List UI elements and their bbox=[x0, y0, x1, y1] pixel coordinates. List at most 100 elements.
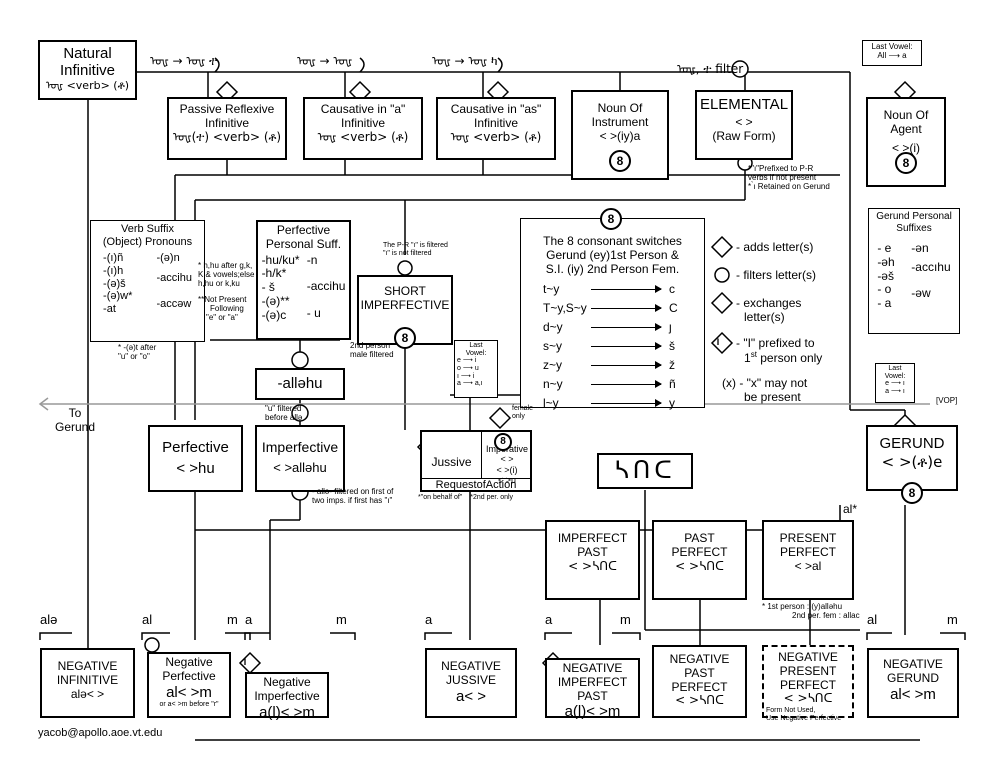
switch-source: l~y bbox=[543, 395, 559, 410]
switch-target: C bbox=[669, 300, 678, 315]
neg-ger-suffix: m bbox=[947, 612, 958, 627]
gerund-line2: < >(ቶ)e bbox=[881, 453, 943, 472]
prp-line3: < >al bbox=[794, 558, 822, 573]
legend-prefix: - "I" prefixed to 1st person only bbox=[736, 336, 822, 365]
past-perfect-box: PAST PERFECT < >ᓴᑎᑕ bbox=[652, 520, 747, 600]
instrument-line2: Instrument bbox=[591, 114, 649, 129]
agent-line2: < >(i) bbox=[891, 140, 920, 155]
vs-item: -(ə)n bbox=[156, 252, 180, 265]
eight-icon: 8 bbox=[895, 152, 917, 174]
imperative-form: < >(i) bbox=[496, 464, 518, 475]
ng-line2: GERUND bbox=[886, 670, 939, 685]
instrument-line1: Noun Of bbox=[597, 101, 643, 115]
elemental-note-3: * ̀ı Retained on Gerund bbox=[748, 181, 830, 191]
gs-title2: Suffixes bbox=[896, 222, 932, 234]
nimp-line2: Imperfective bbox=[254, 688, 320, 703]
ps-item: -hu/ku* bbox=[261, 252, 300, 267]
cs-title1: The 8 consonant switches bbox=[543, 234, 682, 248]
transform-causa: ᠣᡁ → ᠣᡁ bbox=[297, 54, 353, 68]
nprp-line3: PERFECT bbox=[779, 677, 836, 692]
gs-title1: Gerund Personal bbox=[876, 211, 952, 222]
last-vowel-top-line1: Last Vowel: bbox=[871, 42, 913, 51]
ps-item: -h/k* bbox=[261, 266, 287, 281]
eight-icon: 8 bbox=[394, 327, 416, 349]
neg-ip-prefix: a bbox=[545, 612, 553, 627]
ps-note: * h,hu after g,k, bbox=[198, 261, 253, 270]
switch-source: s~y bbox=[543, 338, 563, 353]
gs-item: - e bbox=[877, 241, 892, 255]
alləhu-note-2: male filtered bbox=[350, 349, 394, 359]
vs-item: -(ı)ñ bbox=[103, 252, 124, 265]
causative-as-box: Causative in "as" Infinitive ᠣᡁ <verb> (… bbox=[436, 97, 556, 160]
verb-suffix-col2: -(ə)n -accihu -accəw bbox=[156, 252, 191, 315]
neg-ip-suffix: m bbox=[620, 612, 631, 627]
passive-reflexive-box: Passive Reflexive Infinitive ᠣᡁ(ተ) <verb… bbox=[167, 97, 287, 160]
eight-icon: 8 bbox=[494, 433, 512, 451]
arrow-icon bbox=[591, 304, 662, 313]
vs-item bbox=[156, 285, 191, 298]
lvr-r: a ⟶ ı bbox=[885, 388, 905, 396]
nj-line3: a< > bbox=[455, 687, 487, 705]
ip-line3: < >ᓴᑎᑕ bbox=[568, 558, 617, 573]
elemental-notes: *"ı"Prefixed to P-R verbs if not present… bbox=[748, 164, 830, 191]
ps-title1: Perfective bbox=[276, 223, 331, 237]
si-note-2: "ı" is not filtered bbox=[383, 249, 432, 257]
elemental-box: ELEMENTAL < > (Raw Form) bbox=[695, 90, 793, 160]
np-line3: al< >m bbox=[166, 683, 212, 701]
gs-item: - o bbox=[877, 282, 892, 297]
passive-line3: ᠣᡁ(ተ) <verb> (ቶ) bbox=[172, 129, 282, 144]
npp-line1: NEGATIVE bbox=[669, 652, 730, 666]
prp-note-2: 2nd per. fem : allac bbox=[792, 610, 860, 620]
causas-line2: Infinitive bbox=[473, 115, 519, 130]
prp-line2: PERFECT bbox=[779, 544, 836, 559]
switch-target: c bbox=[669, 281, 675, 296]
vs-item: -(ə)w* bbox=[103, 290, 133, 303]
legend-filters: - filters letter(s) bbox=[736, 268, 817, 282]
legend-exch-2: letter(s) bbox=[744, 310, 785, 324]
agent-line1: Noun Of Agent bbox=[883, 108, 929, 136]
lvr-2: Vowel: bbox=[884, 372, 906, 380]
gs-item: -əw bbox=[911, 285, 931, 300]
ps-item: -n bbox=[306, 252, 318, 267]
neg-inf-prefix: alə bbox=[40, 612, 58, 627]
gs-item: -əš bbox=[877, 268, 894, 283]
request-of-action-box: Jussive Imperative < > < >(i) < >u Reque… bbox=[420, 430, 532, 492]
natural-line3: ᠣᡁ <verb> (ቶ) bbox=[45, 78, 130, 92]
passive-line1: Passive Reflexive bbox=[179, 102, 275, 116]
legend-exch-1: - exchanges bbox=[736, 296, 802, 310]
perfective-line1: Perfective bbox=[162, 439, 229, 456]
switch-source: n~y bbox=[543, 376, 563, 391]
imperative-form: < > bbox=[500, 454, 514, 465]
vs-item: -(ı)h bbox=[103, 264, 124, 277]
vs-item: -at bbox=[103, 302, 116, 315]
arrow-icon bbox=[591, 380, 662, 389]
cs-title2: Gerund (ey)1st Person & bbox=[546, 247, 679, 262]
lvm-1: Last bbox=[469, 342, 483, 349]
ps-note: "e" or "a" bbox=[206, 312, 238, 322]
nip-line2: IMPERFECT bbox=[557, 674, 628, 689]
ip-line2: PAST bbox=[577, 544, 608, 559]
female-only-note: female only bbox=[512, 405, 533, 420]
short-imp-note: The P-R "ı" is filtered "ı" is not filte… bbox=[383, 242, 448, 257]
negative-infinitive-box: NEGATIVE INFINITIVE alə< > bbox=[40, 648, 135, 718]
imperfective-line1: Imperfective bbox=[261, 439, 339, 455]
npp-line4: < >ᓴᑎᑕ bbox=[675, 693, 724, 708]
nip-line1: NEGATIVE bbox=[562, 661, 623, 675]
switch-source: t~y bbox=[543, 281, 560, 296]
eight-icon: 8 bbox=[901, 482, 923, 504]
pp-line1: PAST bbox=[684, 531, 715, 545]
imperfective-note-top: "u" filtered before allə bbox=[265, 404, 302, 423]
imperative-form: < >u bbox=[497, 475, 517, 486]
gs-item: -accıhu bbox=[911, 259, 951, 274]
ps-item: - u bbox=[306, 306, 321, 321]
natural-line1: Natural bbox=[63, 45, 112, 62]
negative-past-perfect-box: NEGATIVE PAST PERFECT < >ᓴᑎᑕ bbox=[652, 645, 747, 718]
lvm-r: a ⟶ a,ı bbox=[457, 380, 483, 388]
legend-adds: - adds letter(s) bbox=[736, 240, 814, 254]
request-footer: RequestofAction bbox=[422, 478, 530, 492]
ps-item: - š bbox=[261, 280, 275, 295]
legend-pref-2a: 1 bbox=[744, 351, 751, 365]
verb-suffix-title2: (Object) Pronouns bbox=[102, 235, 193, 248]
neg-imp-suffix: m bbox=[336, 612, 347, 627]
nip-line3: PAST bbox=[577, 688, 608, 703]
